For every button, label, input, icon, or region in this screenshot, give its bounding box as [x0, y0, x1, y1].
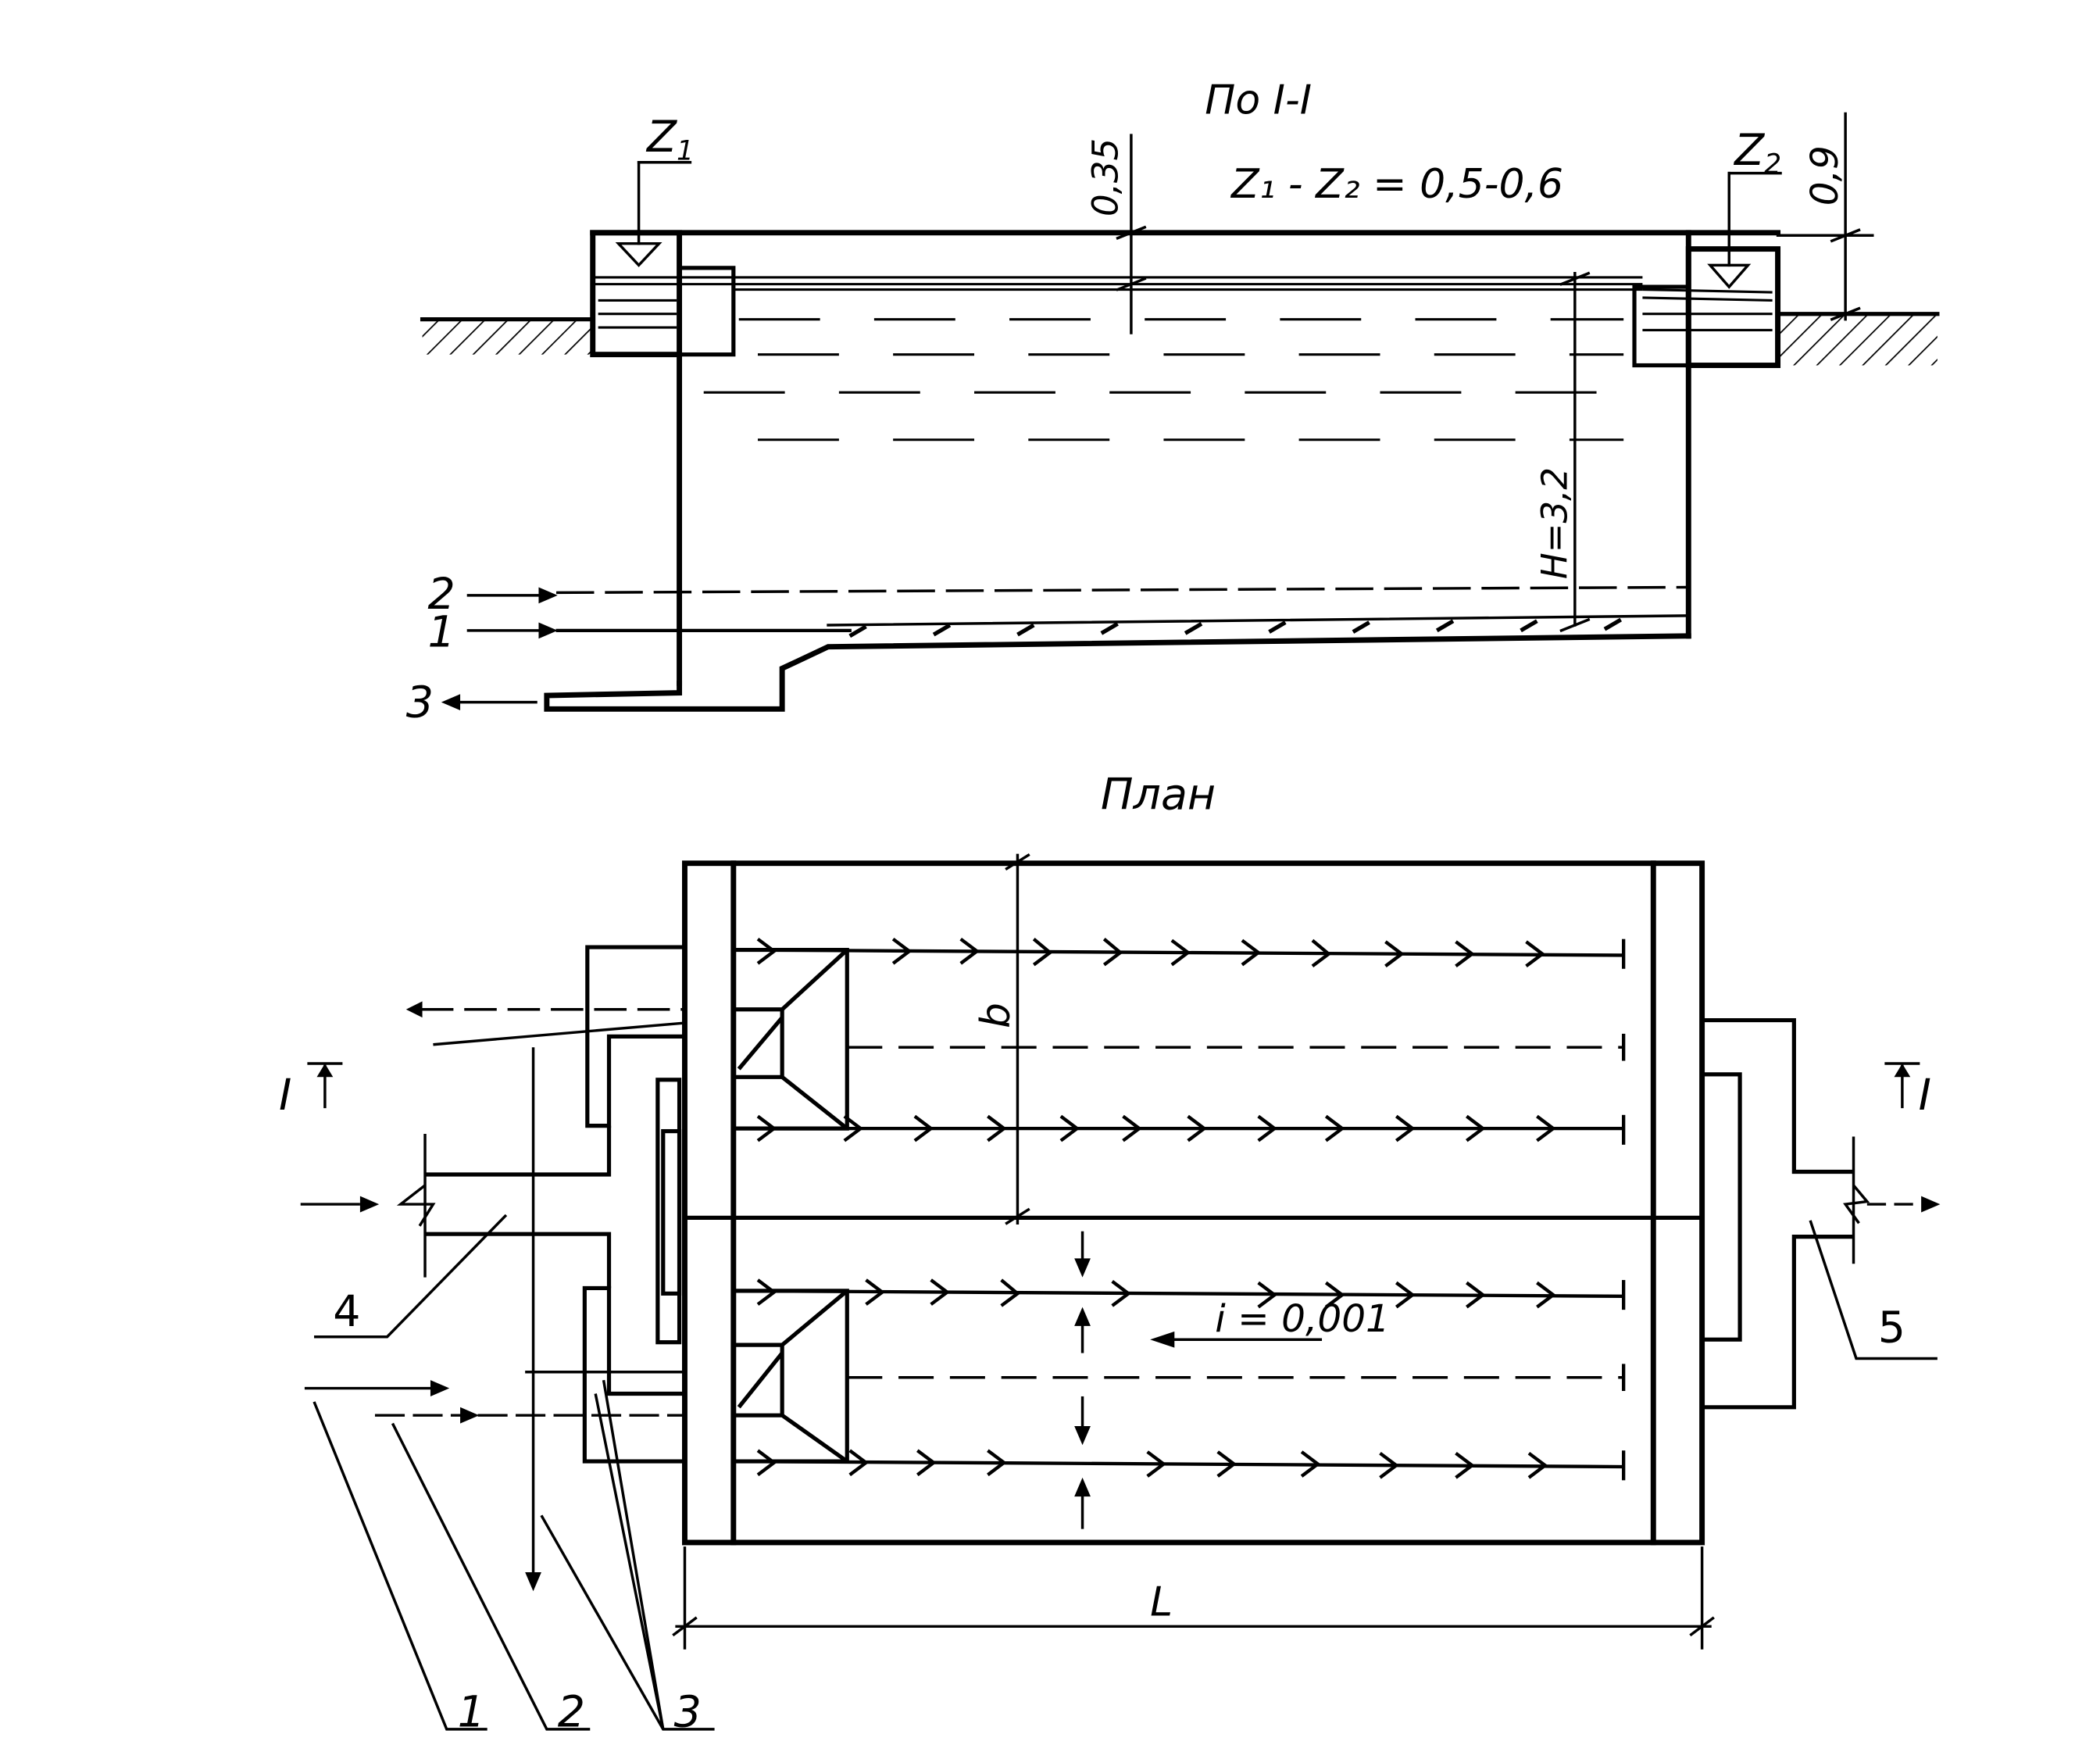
section-label-1: 1 [427, 608, 455, 658]
leader-lines [312, 1214, 1938, 1731]
tank-plan-outline [682, 860, 1705, 1546]
dim-h: H=3,2 [1534, 271, 1591, 633]
pipe-3-plan [525, 1572, 541, 1592]
dim-09-label: 0,9 [1803, 145, 1847, 206]
section-label-2: 2 [427, 570, 455, 620]
inlet-channel-plan [423, 945, 685, 1583]
section-label-3: 3 [406, 678, 434, 728]
section-mark-right: I [1884, 1062, 1931, 1121]
section-mark-left-label: I [279, 1071, 291, 1121]
plan-label-5: 5 [1878, 1303, 1905, 1353]
slope-label: i = 0,001 [1215, 1297, 1390, 1341]
pipe-1-section: 1 [427, 608, 852, 658]
section-mark-left: I [279, 1062, 343, 1121]
z2-label: Z2 [1733, 126, 1781, 180]
dim-l: L [672, 1546, 1715, 1650]
dim-b-label: b [973, 1003, 1020, 1028]
dim-09: 0,9 [1776, 112, 1874, 321]
slope-indicator: i = 0,001 [1150, 1297, 1390, 1348]
inlet-break [300, 1184, 436, 1227]
spacing-arrowheads [1074, 1258, 1091, 1497]
dim-l-label: L [1150, 1578, 1173, 1625]
section-view: По I-I [406, 77, 1940, 728]
dim-035: 0,35 [1085, 134, 1147, 334]
funnel-lower [733, 1289, 849, 1464]
dim-h-label: H=3,2 [1534, 467, 1575, 579]
plan-label-2: 2 [558, 1687, 585, 1737]
water-surface [592, 276, 1773, 442]
section-title: По I-I [1205, 77, 1312, 123]
ground-left [420, 317, 595, 355]
z1-label: Z1 [645, 113, 694, 166]
funnel-upper [733, 947, 849, 1131]
pipe-2-section: 2 [427, 570, 1691, 620]
plan-label-4: 4 [333, 1287, 360, 1337]
dim-035-label: 0,35 [1085, 138, 1127, 216]
pipe-2-plan [374, 1407, 687, 1424]
pipe-2-plan-top [405, 1001, 687, 1018]
flow-chevrons [756, 937, 1556, 1479]
plan-label-3: 3 [674, 1687, 702, 1737]
outlet-arrow [1921, 1196, 1941, 1213]
flow-lines [733, 938, 1626, 1481]
ground-right [1775, 312, 1940, 366]
pipe-1-plan [304, 1380, 450, 1396]
plan-title: План [1101, 770, 1216, 820]
plan-view: План [279, 770, 1941, 1737]
level-z1: Z1 [615, 113, 694, 267]
section-mark-right-label: I [1919, 1071, 1931, 1121]
tank-section-walls [544, 230, 1781, 712]
dim-b: b [973, 853, 1030, 1225]
level-difference-formula: Z₁ - Z₂ = 0,5-0,6 [1230, 161, 1563, 208]
pipe-3-section: 3 [406, 678, 538, 728]
outlet-channel-plan [1700, 1017, 1922, 1410]
inlet-arrow [359, 1196, 380, 1213]
plan-label-1: 1 [458, 1687, 485, 1737]
level-z2: Z2 [1707, 126, 1782, 289]
